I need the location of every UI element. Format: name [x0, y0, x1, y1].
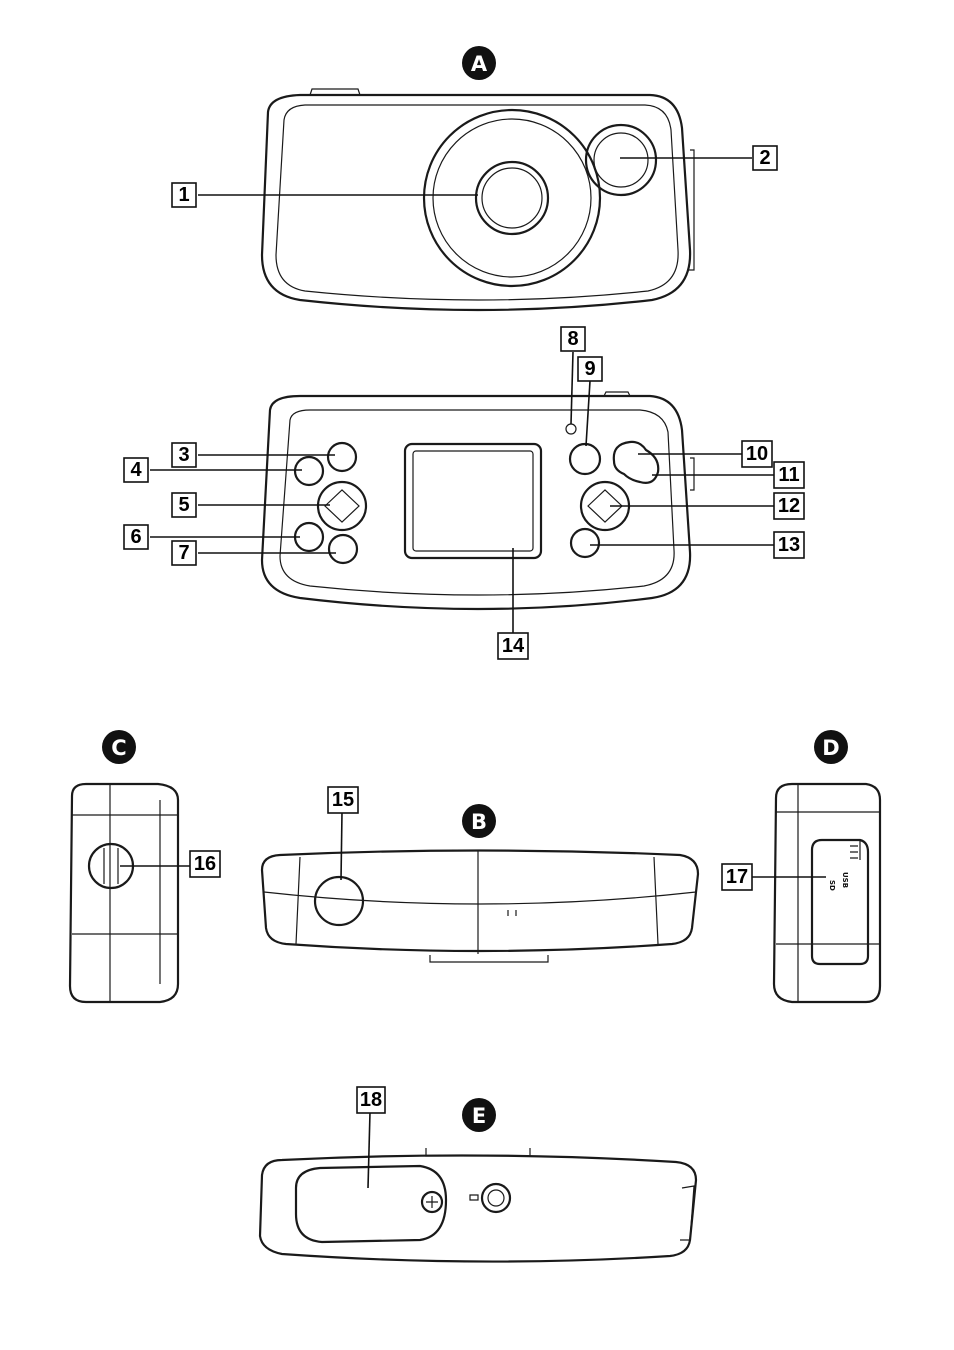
view-e-bottom: E [258, 1098, 698, 1263]
view-b-top: B [260, 804, 700, 963]
callout-9: 9 [577, 356, 603, 382]
callout-17: 17 [721, 863, 753, 891]
callout-8: 8 [560, 326, 586, 352]
callout-7-label: 7 [178, 542, 189, 564]
callout-6-label: 6 [130, 526, 141, 548]
callout-14-label: 14 [502, 635, 525, 657]
view-d-label: D [822, 736, 839, 760]
view-c-label: C [111, 736, 126, 760]
callout-15-label: 15 [332, 789, 354, 811]
callout-11: 11 [773, 461, 805, 489]
view-e-badge [462, 1098, 496, 1132]
callout-14: 14 [497, 632, 529, 660]
callout-18-label: 18 [360, 1089, 382, 1111]
callout-5-label: 5 [178, 494, 189, 516]
view-c-left-side: C [68, 730, 190, 1004]
callout-4-label: 4 [130, 459, 142, 481]
callout-17-label: 17 [726, 866, 748, 888]
callout-3-label: 3 [178, 444, 189, 466]
view-c-badge [102, 730, 136, 764]
callout-8-label: 8 [567, 328, 578, 350]
callout-13-label: 13 [778, 534, 800, 556]
view-a-front: A [198, 46, 752, 312]
view-d-right-side: D SD USB [752, 730, 882, 1004]
view-e-label: E [472, 1104, 486, 1128]
callout-4: 4 [123, 457, 149, 483]
view-back-controls [150, 351, 774, 633]
view-b-label: B [471, 810, 487, 834]
sd-port-label: SD [828, 880, 836, 891]
callout-9-label: 9 [584, 358, 595, 380]
callout-12: 12 [773, 492, 805, 520]
callout-10-label: 10 [746, 443, 768, 465]
view-b-badge [462, 804, 496, 838]
view-a-label: A [471, 52, 488, 76]
callout-3: 3 [171, 442, 197, 468]
callout-7: 7 [171, 540, 197, 566]
callout-11-label: 11 [778, 464, 799, 486]
callout-2: 2 [752, 145, 778, 171]
callout-18: 18 [356, 1086, 386, 1114]
view-a-badge [462, 46, 496, 80]
callout-13: 13 [773, 531, 805, 559]
callout-1-label: 1 [178, 184, 189, 206]
view-d-badge [814, 730, 848, 764]
callout-1: 1 [171, 182, 197, 208]
callout-15: 15 [327, 786, 359, 814]
callout-10: 10 [741, 440, 773, 468]
callout-6: 6 [123, 524, 149, 550]
callout-5: 5 [171, 492, 197, 518]
callout-16: 16 [189, 850, 221, 878]
callout-2-label: 2 [759, 147, 770, 169]
callout-16-label: 16 [194, 853, 216, 875]
usb-port-label: USB [841, 872, 849, 888]
callout-12-label: 12 [778, 495, 800, 517]
